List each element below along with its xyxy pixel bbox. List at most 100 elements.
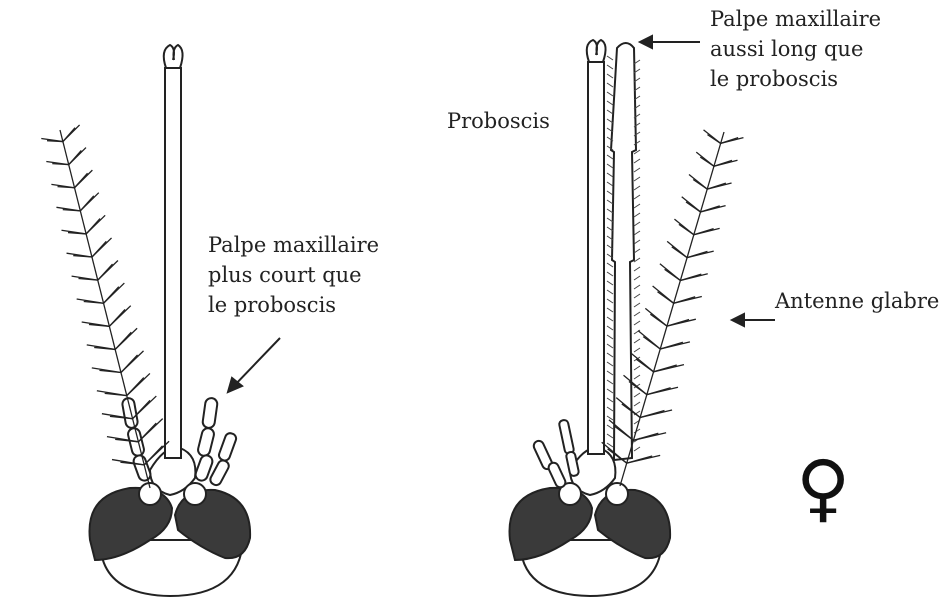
palp-hair	[607, 308, 613, 312]
label-proboscis: Proboscis	[447, 106, 550, 136]
female-symbol: ♀	[796, 448, 850, 528]
palp-hair	[634, 375, 640, 379]
palp-hair	[607, 110, 613, 114]
right-antenna-whorl-hair	[633, 433, 658, 440]
palp-hair	[607, 362, 613, 366]
right-antenna-whorl-hair	[714, 160, 732, 166]
palp-hair	[607, 155, 613, 159]
palp-hair	[607, 317, 613, 321]
right-antenna-whorl-hair	[694, 229, 714, 235]
label-antenna: Antenne glabre	[775, 286, 939, 316]
label-proboscis-text: Proboscis	[447, 106, 550, 136]
right-antenna-whorl-hair	[660, 342, 683, 349]
palp-hair	[607, 101, 613, 105]
palp-hair	[634, 276, 640, 280]
left-antenna-whorl-hair	[92, 368, 121, 373]
label-antenna-text: Antenne glabre	[775, 286, 939, 316]
arrow-left-palp	[232, 338, 280, 388]
right-antenna-base-b	[606, 483, 628, 505]
palp-hair	[634, 168, 640, 172]
arrowhead-right-palp	[640, 36, 652, 48]
label-left-palp-line2: plus court que	[208, 260, 379, 290]
palp-hair	[634, 393, 640, 397]
palp-hair	[634, 222, 640, 226]
left-antenna-whorl-hair	[115, 332, 131, 349]
left-head	[90, 45, 251, 596]
palp-hair	[607, 380, 613, 384]
palp-hair	[607, 335, 613, 339]
label-left-palp-line1: Palpe maxillaire	[208, 230, 379, 260]
palp-hair	[634, 204, 640, 208]
palp-hair	[607, 182, 613, 186]
left-antenna-whorl-hair	[69, 150, 82, 164]
right-antenna-whorl-hair	[647, 388, 671, 395]
left-plumose-antenna	[41, 125, 169, 488]
label-right-palp-line1: Palpe maxillaire	[710, 4, 881, 34]
palp-hair	[634, 177, 640, 181]
palp-hair	[634, 213, 640, 217]
left-antenna-whorl-hair	[97, 391, 127, 396]
palp-hair	[607, 164, 613, 168]
right-antenna-whorl-hair	[631, 353, 654, 372]
palp-hair	[607, 263, 613, 267]
left-antenna-whorl-hair	[98, 264, 113, 280]
left-antenna-whorl-hair	[127, 378, 144, 396]
right-antenna-whorl-hair	[696, 152, 714, 166]
left-proboscis	[165, 68, 181, 458]
palp-hair	[634, 186, 640, 190]
label-left-palp-line3: le proboscis	[208, 290, 379, 320]
right-antenna-whorl-hair	[721, 138, 739, 144]
palp-hair	[607, 353, 613, 357]
right-antenna-whorl-hair	[674, 297, 696, 303]
palp-hair	[634, 447, 640, 451]
palp-hair	[607, 434, 613, 438]
female-symbol-glyph: ♀	[796, 448, 850, 528]
palp-hair	[607, 281, 613, 285]
right-antenna-whorl-hair	[638, 331, 660, 349]
right-antenna-whorl-hair	[701, 206, 720, 212]
right-antenna-whorl-hair	[707, 183, 726, 189]
left-proboscis-tip	[164, 45, 183, 68]
palp-hair	[607, 425, 613, 429]
palp-hair	[634, 240, 640, 244]
arrowhead-antenna	[732, 314, 744, 326]
palp-hair	[607, 65, 613, 69]
left-antenna-whorl-hair	[75, 173, 88, 188]
left-antenna-whorl-hair	[86, 219, 100, 234]
palp-hair	[634, 267, 640, 271]
right-antenna-whorl-hair	[660, 264, 680, 281]
palp-hair	[607, 74, 613, 78]
left-antenna-base-b	[184, 483, 206, 505]
right-antenna-whorl-hair	[687, 251, 707, 257]
left-antenna-whorl-hair	[121, 355, 138, 373]
palp-hair	[607, 92, 613, 96]
annotation-arrows	[228, 36, 775, 392]
palp-hair	[607, 272, 613, 276]
palp-hair	[607, 326, 613, 330]
right-antenna-whorl-hair	[645, 308, 667, 326]
palp-hair	[634, 159, 640, 163]
label-left-palp: Palpe maxillaire plus court que le probo…	[208, 230, 379, 320]
palp-hair	[634, 348, 640, 352]
palp-hair	[607, 389, 613, 393]
label-right-palp-line2: aussi long que	[710, 34, 881, 64]
label-right-palp: Palpe maxillaire aussi long que le probo…	[710, 4, 881, 94]
right-antenna-whorl-hair	[667, 241, 687, 257]
left-antenna-whorl-hair	[138, 423, 156, 442]
palp-hair	[607, 416, 613, 420]
left-antenna-whorl-hair	[87, 345, 115, 350]
palp-hair	[634, 402, 640, 406]
palp-hair	[607, 443, 613, 447]
left-antenna-whorl-hair	[109, 309, 125, 326]
right-antenna-shaft	[620, 132, 724, 486]
right-long-palp	[611, 43, 636, 460]
label-right-palp-line3: le proboscis	[710, 64, 881, 94]
palp-hair	[634, 303, 640, 307]
right-antenna-whorl-hair	[667, 320, 689, 327]
palp-hair	[607, 344, 613, 348]
palp-hair	[607, 56, 613, 60]
right-proboscis-tip	[587, 40, 606, 62]
palp-hair	[607, 290, 613, 294]
left-short-palp-right	[194, 397, 238, 487]
left-antenna-whorl-hair	[92, 241, 106, 257]
